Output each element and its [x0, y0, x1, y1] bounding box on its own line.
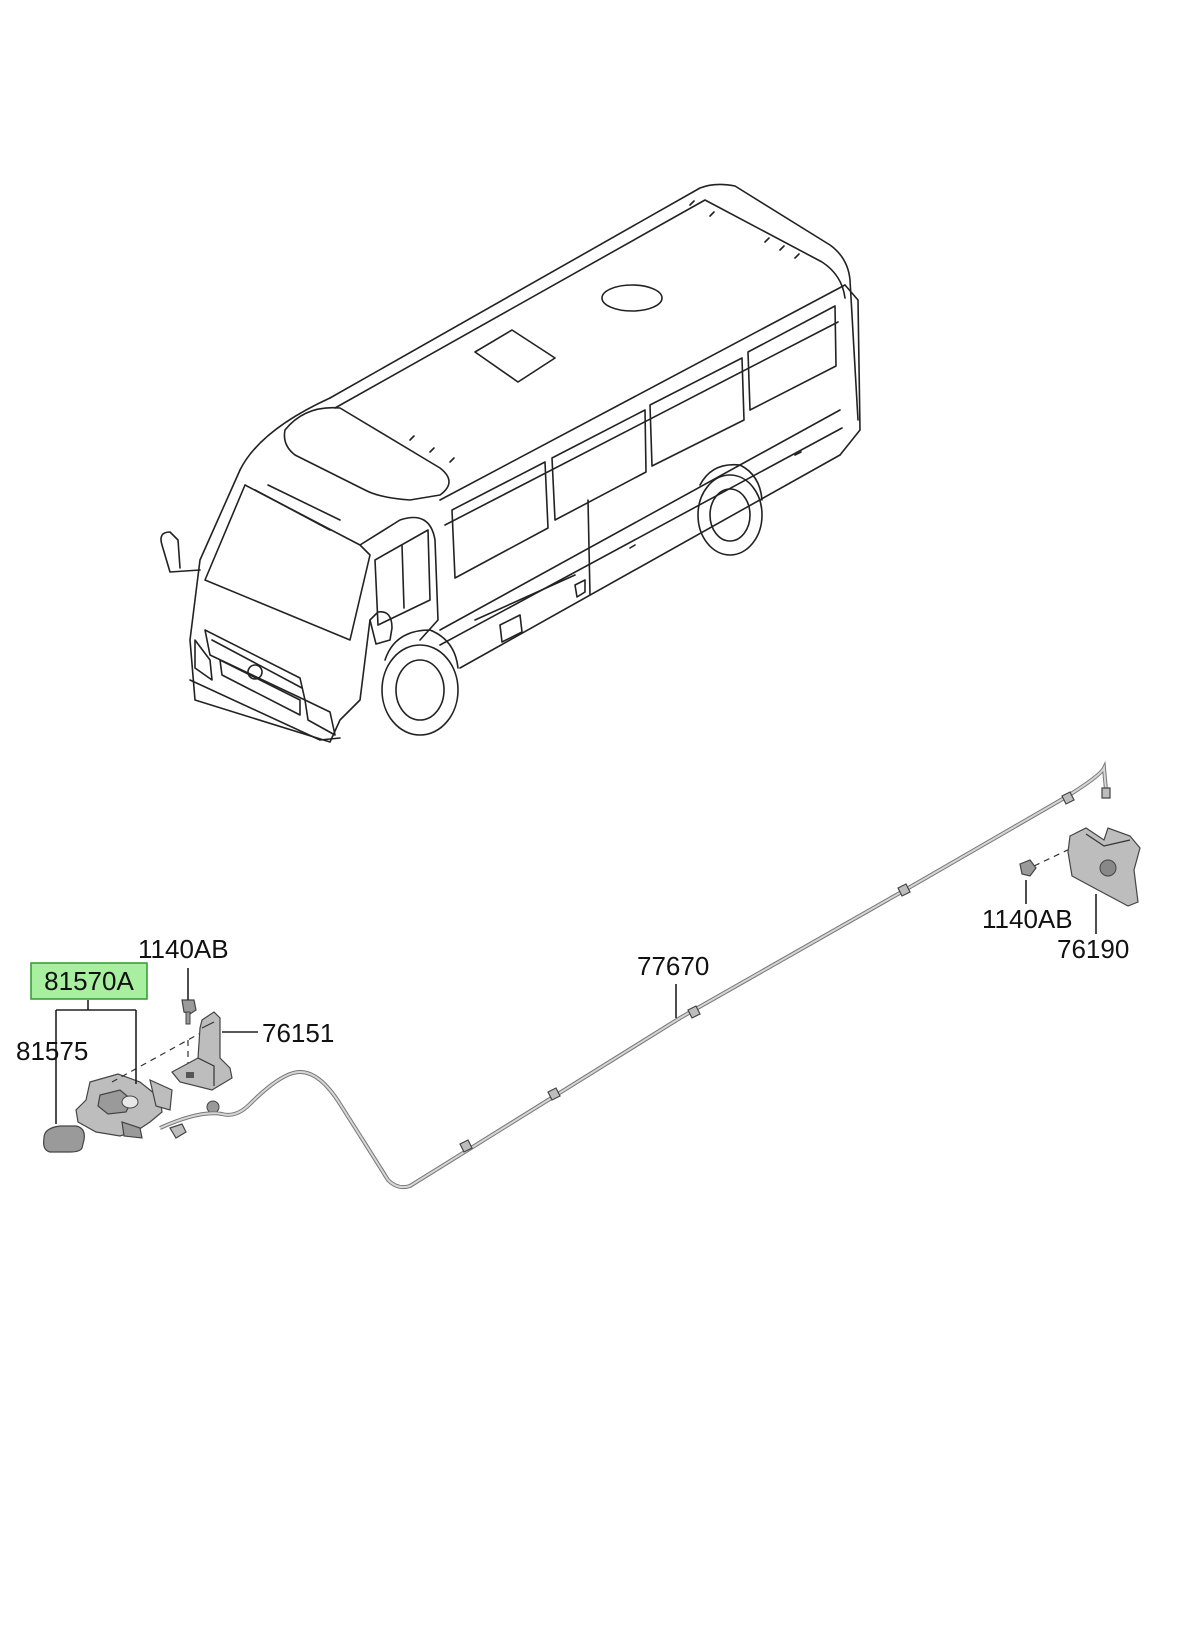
- callout-leaders: [55, 880, 1097, 1124]
- hood-release-cable: [159, 760, 1111, 1190]
- hood-latch-right: [1019, 827, 1141, 907]
- label-1140ab-right[interactable]: 1140AB: [982, 904, 1073, 934]
- callout-labels: 81570A 81575 1140AB 76151 77670 1140AB 7…: [16, 904, 1129, 1066]
- handle-part: [43, 1125, 85, 1153]
- bolt-right: [1019, 859, 1037, 877]
- dash-line: [111, 1029, 207, 1083]
- label-76151[interactable]: 76151: [262, 1018, 334, 1048]
- label-81570a[interactable]: 81570A: [44, 966, 134, 996]
- label-76190[interactable]: 76190: [1057, 934, 1129, 964]
- label-77670[interactable]: 77670: [637, 951, 709, 981]
- hood-latch-assembly: [43, 999, 233, 1153]
- label-81575[interactable]: 81575: [16, 1036, 88, 1066]
- bracket-76151: [171, 1011, 233, 1091]
- bolt-left: [181, 999, 197, 1015]
- label-1140ab-left[interactable]: 1140AB: [138, 934, 229, 964]
- bus-illustration: [160, 183, 861, 743]
- highlight-box: [30, 962, 148, 1000]
